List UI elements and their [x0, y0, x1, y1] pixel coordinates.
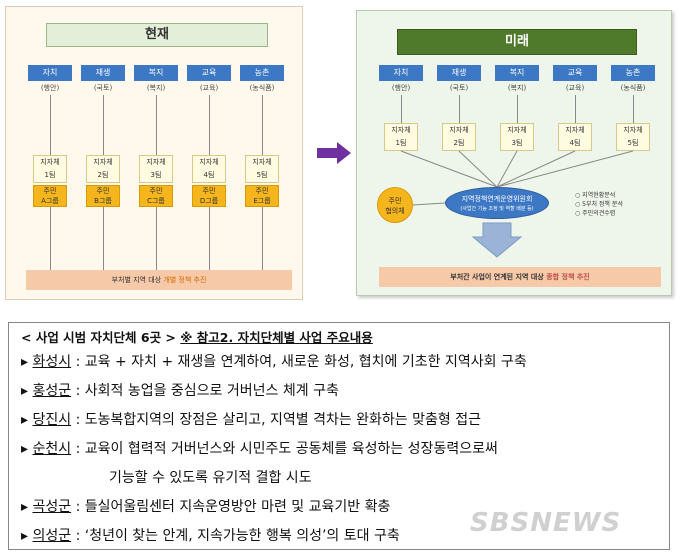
- now-team-box: 지자체 2팀: [86, 155, 120, 183]
- policy-council-ellipse: 지역정책연계운영위원회 (사업간 기능 조정 및 역할 배분 등): [445, 187, 549, 219]
- connector-line: [517, 95, 518, 123]
- list-item: ▸ 순천시 : 교육이 협력적 거버넌스와 시민주도 공동체를 육성하는 성장동…: [21, 441, 498, 457]
- future-team-box: 지자체 1팀: [384, 123, 418, 151]
- connector-line: [103, 207, 104, 270]
- current-diagram-panel: 현재 자치 재생 복지 교육 농촌 (행안) (국토) (복지) (교육) (농…: [5, 6, 303, 300]
- list-item-continuation: 기능할 수 있도록 유기적 결합 시도: [109, 470, 312, 486]
- now-resident-group: 주민 A그룹: [33, 185, 67, 207]
- now-resident-group: 주민 C그룹: [139, 185, 173, 207]
- resident-council-circle: 주민 협의체: [377, 187, 413, 223]
- now-team-box: 지자체 5팀: [245, 155, 279, 183]
- now-resident-group: 주민 D그룹: [192, 185, 226, 207]
- future-sector-ministry: (교육): [565, 84, 585, 92]
- connector-line: [262, 207, 263, 270]
- future-sector-ministry: (복지): [507, 84, 527, 92]
- watermark: SBSNEWS: [470, 508, 622, 538]
- connector-line: [459, 95, 460, 123]
- list-item: ▸ 의성군 : ‘청년이 찾는 안계, 지속가능한 행복 의성’의 토대 구축: [21, 528, 400, 544]
- council-notes: ○ 지역현황분석 ○ 5부처 정책 분석 ○ 주민의견수렴: [575, 192, 623, 217]
- list-item: ▸ 곡성군 : 들실어울림센터 지속운영방안 마련 및 교육기반 확충: [21, 499, 391, 515]
- future-sector-header: 교육: [553, 65, 597, 81]
- future-team-box: 지자체 2팀: [442, 123, 476, 151]
- future-sector-header: 복지: [495, 65, 539, 81]
- connector-line: [50, 95, 51, 155]
- now-sector-header: 농촌: [240, 65, 284, 81]
- future-title: 미래: [397, 29, 637, 55]
- future-sector-header: 농촌: [611, 65, 655, 81]
- now-sector-ministry: (농식품): [249, 84, 275, 92]
- future-sector-ministry: (농식품): [620, 84, 646, 92]
- now-team-box: 지자체 1팀: [33, 155, 67, 183]
- future-sector-ministry: (국토): [449, 84, 469, 92]
- now-sector-header: 재생: [81, 65, 125, 81]
- connector-line: [262, 95, 263, 155]
- now-sector-ministry: (행안): [40, 84, 60, 92]
- future-team-box: 지자체 5팀: [616, 123, 650, 151]
- list-item: ▸ 화성시 : 교육 + 자치 + 재생을 연계하여, 새로운 화성, 협치에 …: [21, 354, 527, 370]
- now-sector-header: 교육: [187, 65, 231, 81]
- connector-line: [575, 95, 576, 123]
- now-sector-ministry: (복지): [146, 84, 166, 92]
- now-team-box: 지자체 3팀: [139, 155, 173, 183]
- list-header: < 사업 시범 자치단체 6곳 > ※ 참고2. 자치단체별 사업 주요내용: [21, 330, 373, 345]
- now-sector-ministry: (국토): [93, 84, 113, 92]
- future-sector-header: 재생: [437, 65, 481, 81]
- converging-lines: [400, 150, 634, 258]
- connector-line: [156, 207, 157, 270]
- list-item: ▸ 당진시 : 도농복합지역의 장점은 살리고, 지역별 격차는 완화하는 맞춤…: [21, 412, 481, 428]
- connector-line: [209, 207, 210, 270]
- future-team-box: 지자체 3팀: [500, 123, 534, 151]
- now-resident-group: 주민 B그룹: [86, 185, 120, 207]
- future-sector-header: 자치: [379, 65, 423, 81]
- connector-line: [209, 95, 210, 155]
- future-policy-bar: 부처간 사업이 연계된 지역 대상 종합 정책 추진: [379, 267, 661, 287]
- list-item: ▸ 홍성군 : 사회적 농업을 중심으로 거버넌스 체계 구축: [21, 383, 339, 399]
- connector-line: [156, 95, 157, 155]
- now-team-box: 지자체 4팀: [192, 155, 226, 183]
- current-title: 현재: [46, 23, 268, 47]
- future-sector-ministry: (행안): [391, 84, 411, 92]
- now-sector-header: 복지: [134, 65, 178, 81]
- transition-arrow-icon: [317, 142, 351, 164]
- future-team-box: 지자체 4팀: [558, 123, 592, 151]
- now-resident-group: 주민 E그룹: [245, 185, 279, 207]
- now-policy-bar: 부처별 지역 대상 개별 정책 추진: [26, 270, 292, 290]
- connector-line: [401, 95, 402, 123]
- now-sector-header: 자치: [28, 65, 72, 81]
- connector-line: [50, 207, 51, 270]
- future-diagram-panel: 미래 자치 재생 복지 교육 농촌 (행안) (국토) (복지) (교육) (농…: [356, 10, 672, 296]
- connector-line: [633, 95, 634, 123]
- connector-line: [103, 95, 104, 155]
- pilot-municipalities-box: < 사업 시범 자치단체 6곳 > ※ 참고2. 자치단체별 사업 주요내용 ▸…: [8, 322, 670, 550]
- now-sector-ministry: (교육): [199, 84, 219, 92]
